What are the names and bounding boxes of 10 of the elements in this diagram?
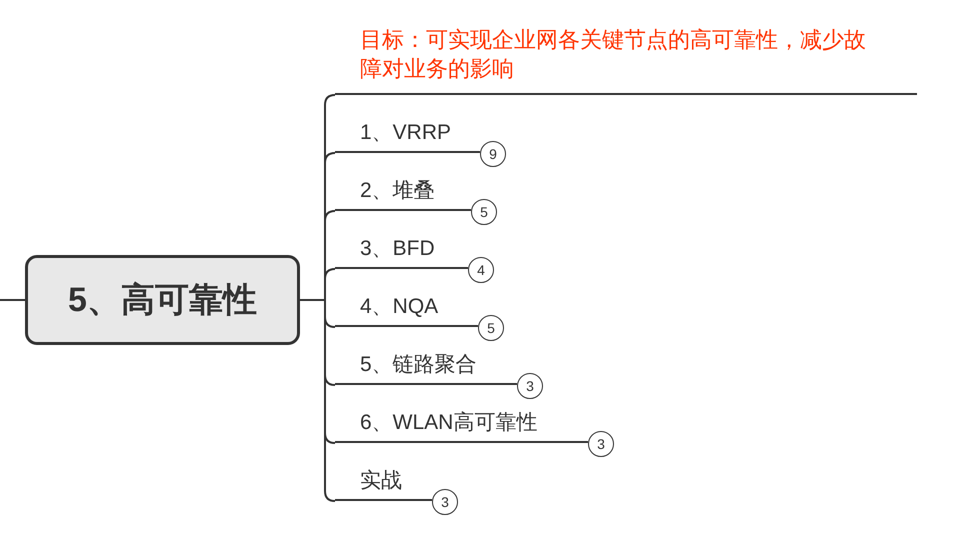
subtopic: 5、链路聚合 [335,350,517,385]
subtopic: 3、BFD [335,234,468,269]
central-topic-box: 5、高可靠性 [25,255,300,345]
subtopic: 6、WLAN高可靠性 [335,408,588,443]
subtopic: 1、VRRP [335,118,480,153]
subtopic: 实战 [335,466,432,501]
goal-topic: 目标：可实现企业网各关键节点的高可靠性，减少故障对业务的影响 [335,25,917,95]
subtopic: 4、NQA [335,292,478,327]
subtopic: 2、堆叠 [335,176,471,211]
branch-line [0,299,25,301]
